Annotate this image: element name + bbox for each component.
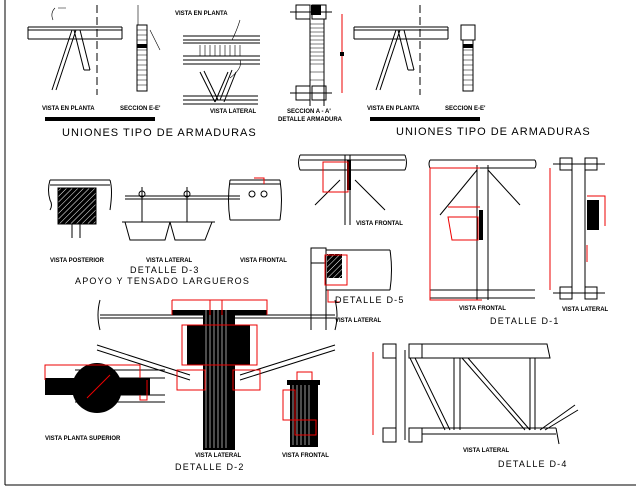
- label-seccion-e-right: SECCION E-E': [445, 106, 486, 112]
- label-d1-vista-frontal: VISTA FRONTAL: [459, 306, 506, 312]
- label-d2-vista-lateral: VISTA LATERAL: [195, 453, 242, 459]
- union-plan-left: [27, 5, 123, 95]
- label-d5-vista-frontal: VISTA FRONTAL: [356, 221, 403, 227]
- section-a-middle: [290, 4, 344, 106]
- label-vista-planta-right: VISTA EN PLANTA: [367, 106, 420, 112]
- detail-d2: [44, 299, 338, 450]
- detail-d4: [372, 343, 579, 445]
- detail-d5: [298, 154, 407, 330]
- label-seccion-a: SECCION A - A': [287, 109, 331, 115]
- label-vista-planta-left: VISTA EN PLANTA: [42, 106, 95, 112]
- label-d3-vista-posterior: VISTA POSTERIOR: [50, 258, 105, 264]
- title-uniones-left: UNIONES TIPO DE ARMADURAS: [62, 127, 257, 139]
- sheet-frame: [4, 0, 636, 486]
- label-d4-vista-lateral: VISTA LATERAL: [463, 448, 510, 454]
- subtitle-d3: APOYO Y TENSADO LARGUEROS: [75, 276, 250, 286]
- union-plan-right: [353, 5, 449, 95]
- title-d1: DETALLE D-1: [490, 316, 560, 326]
- label-detalle-armadura: DETALLE ARMADURA: [278, 117, 343, 123]
- title-d5: DETALLE D-5: [335, 295, 405, 305]
- label-vista-lateral-middle: VISTA LATERAL: [210, 109, 257, 115]
- label-d5-vista-lateral: VISTA LATERAL: [335, 318, 382, 324]
- label-d3-vista-frontal: VISTA FRONTAL: [240, 258, 287, 264]
- title-uniones-right: UNIONES TIPO DE ARMADURAS: [396, 126, 591, 138]
- label-vista-planta-middle: VISTA EN PLANTA: [175, 11, 228, 17]
- title-d4: DETALLE D-4: [498, 459, 568, 469]
- label-seccion-e-left: SECCION E-E': [120, 106, 161, 112]
- section-e-right: [460, 24, 476, 92]
- detail-d3: [48, 177, 282, 241]
- section-e-left: [136, 5, 161, 92]
- union-plan-middle: [183, 19, 260, 105]
- title-d2: DETALLE D-2: [175, 462, 245, 472]
- label-d1-vista-lateral: VISTA LATERAL: [562, 307, 609, 313]
- label-d2-vista-frontal: VISTA FRONTAL: [282, 453, 329, 459]
- label-d3-vista-lateral: VISTA LATERAL: [146, 258, 193, 264]
- label-d2-vista-planta-superior: VISTA PLANTA SUPERIOR: [45, 436, 121, 442]
- detail-d1: [428, 157, 606, 301]
- title-bar-right: [370, 117, 480, 121]
- title-bar-left: [45, 117, 155, 121]
- title-d3: DETALLE D-3: [130, 265, 200, 275]
